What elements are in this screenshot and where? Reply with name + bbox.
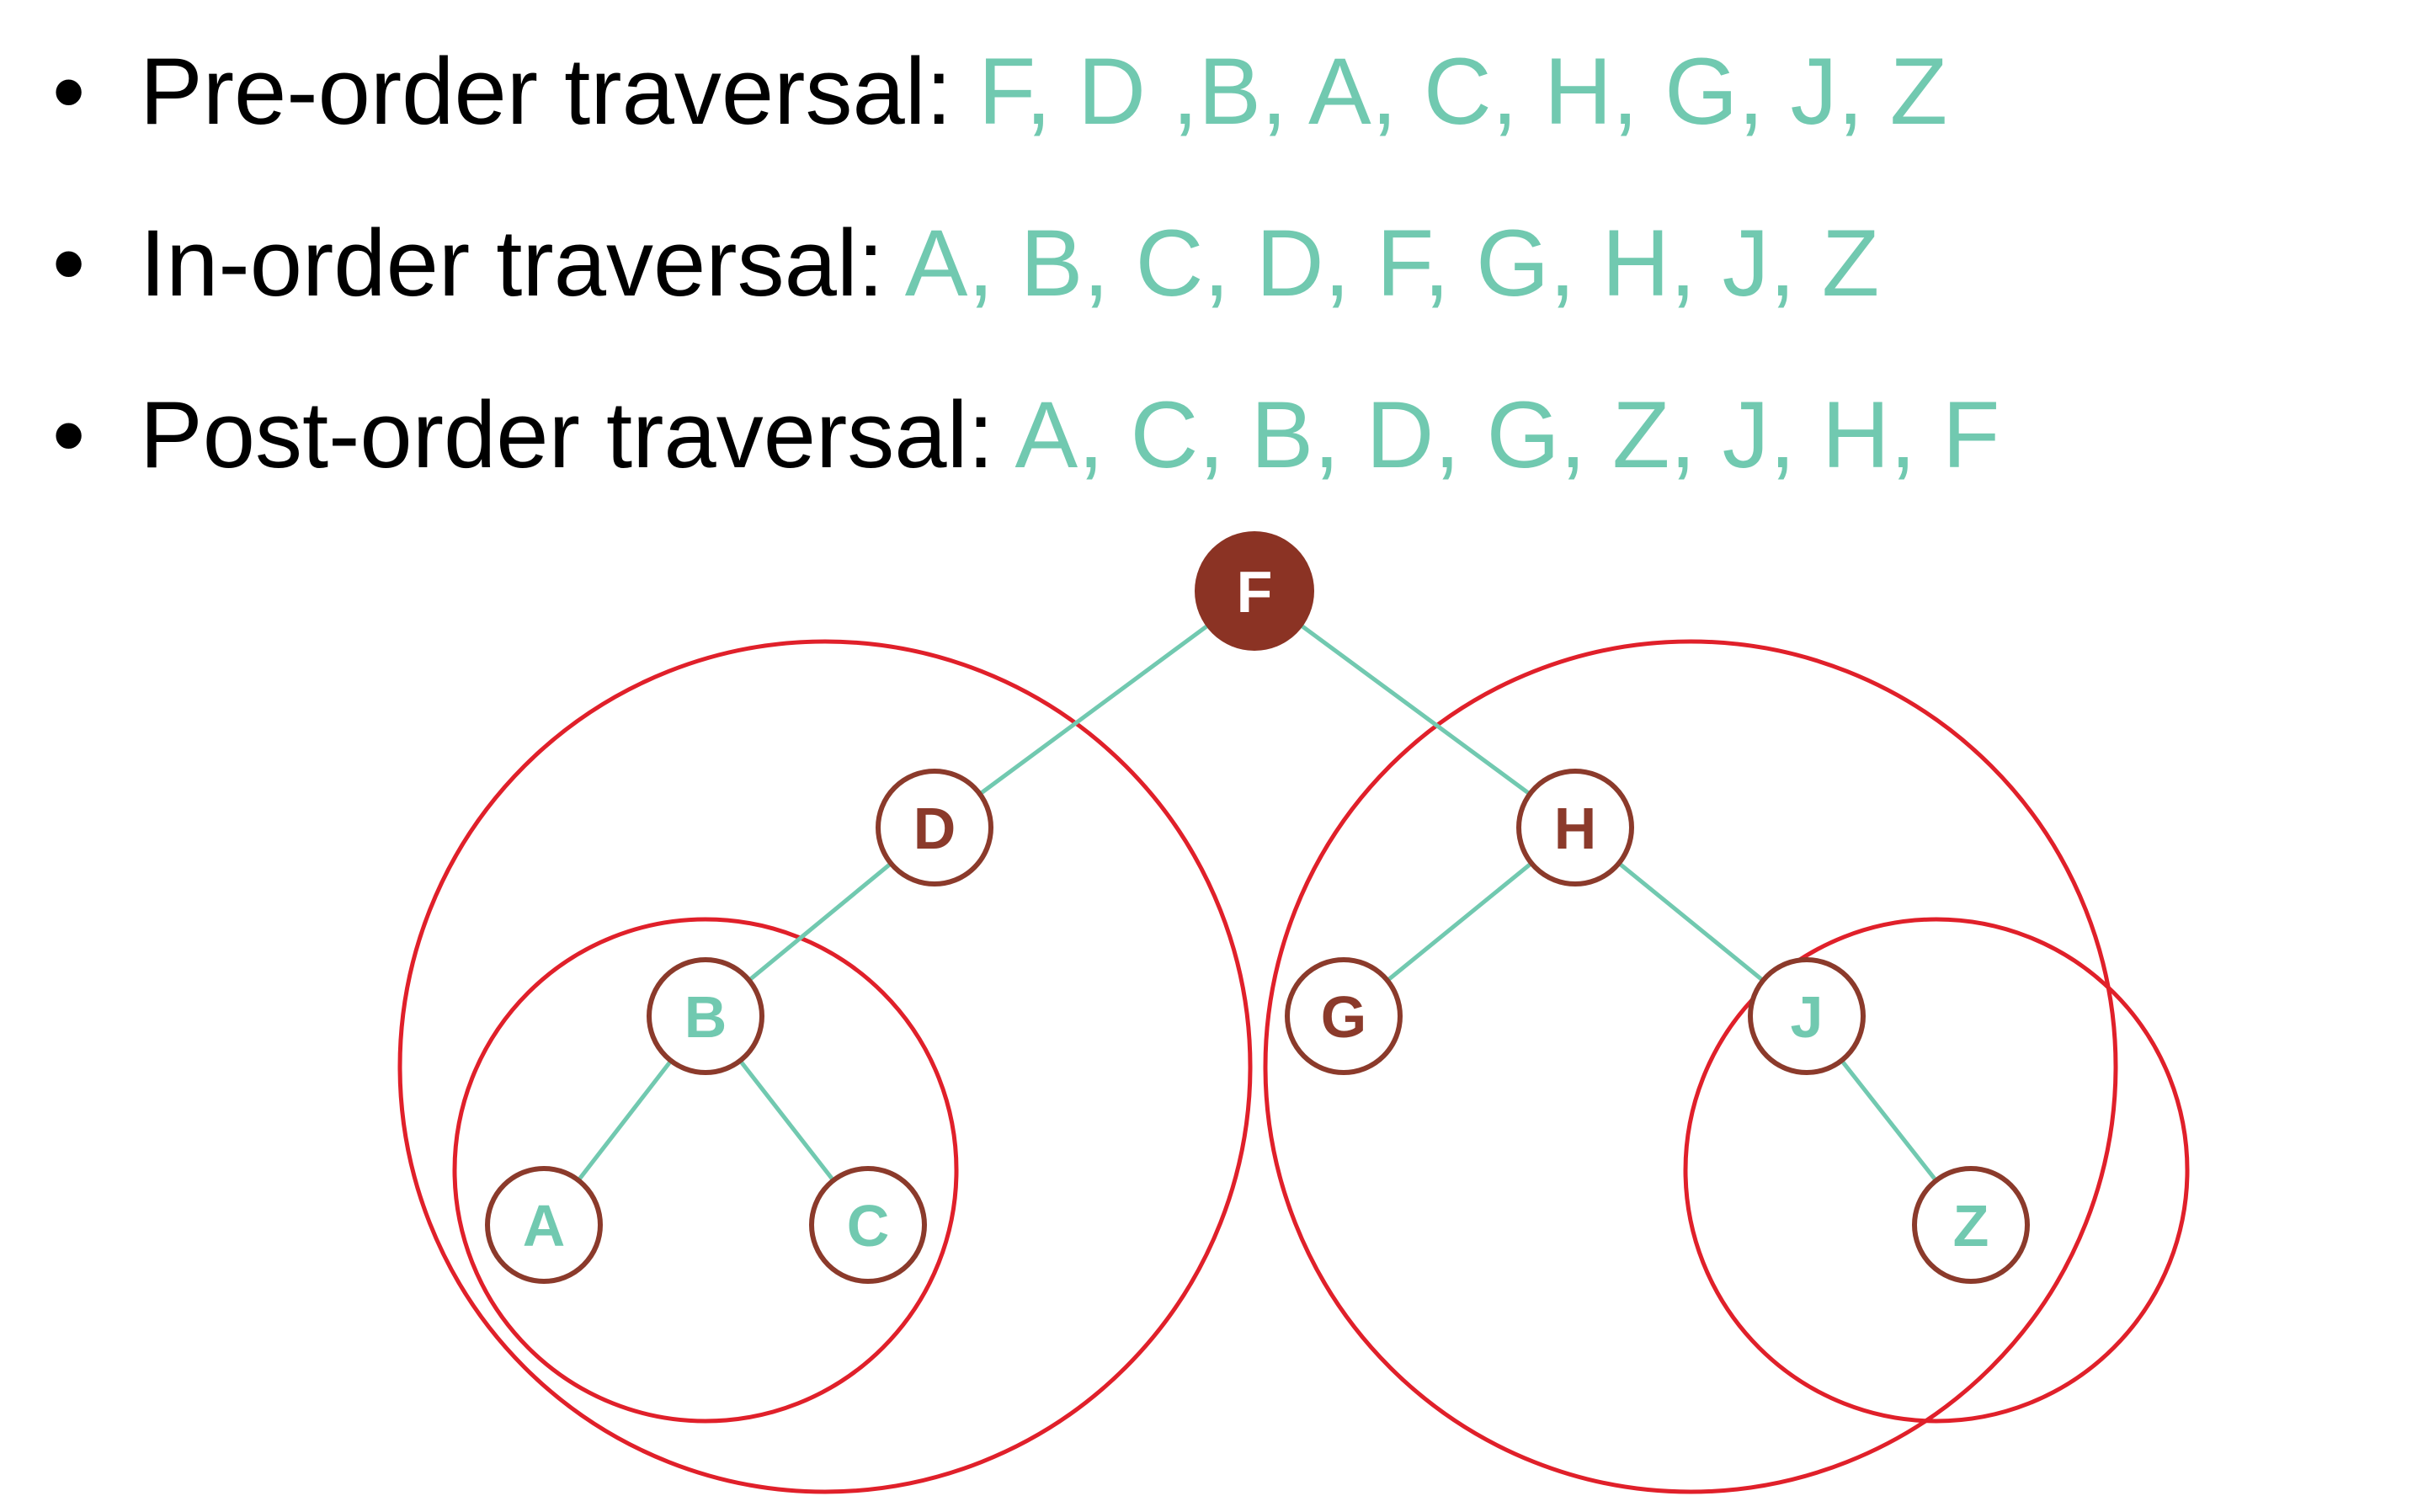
node-label: G [1321,984,1366,1050]
tree-edges [542,588,1973,1227]
node-label: B [684,984,727,1050]
inorder-bullet: • In-order traversal: A, B, C, D, F, G, H… [52,209,1879,318]
node-circle [1516,769,1634,886]
preorder-bullet: • Pre-order traversal: F, D ,B, A, C, H, … [52,37,1947,146]
node-label: A [523,1193,566,1259]
bullet-dot: • [52,210,86,316]
subtree-circle-d [397,639,1253,1494]
node-circle [1912,1166,2030,1284]
tree-node-g: G [1285,957,1403,1075]
postorder-sequence: A, C, B, D, G, Z, J, H, F [1014,382,2000,487]
inorder-label: In-order traversal: [140,210,905,316]
subtree-circle-h [1263,639,2118,1494]
node-label: Z [1953,1193,1989,1259]
node-circle [809,1166,927,1284]
node-circle [876,769,993,886]
tree-node-z: Z [1912,1166,2030,1284]
preorder-sequence: F, D ,B, A, C, H, G, J, Z [977,39,1948,144]
node-circle [485,1166,603,1284]
postorder-label: Post-order traversal: [140,382,1015,487]
bullet-dot: • [52,39,86,144]
tree-node-d: D [876,769,993,886]
tree-node-j: J [1748,957,1866,1075]
subtree-circles [397,639,2190,1494]
bullet-dot: • [52,382,86,487]
node-label: C [847,1193,890,1259]
node-circle [1195,531,1314,651]
edge-f-h [1253,588,1577,830]
tree-node-b: B [647,957,764,1075]
tree-node-c: C [809,1166,927,1284]
inorder-sequence: A, B, C, D, F, G, H, J, Z [904,210,1880,316]
tree-node-f: F [1195,531,1314,651]
node-label: D [913,796,956,861]
node-circle [1748,957,1866,1075]
tree-node-a: A [485,1166,603,1284]
preorder-label: Pre-order traversal: [140,39,978,144]
edge-f-d [933,588,1256,830]
node-label: H [1554,796,1597,861]
node-label: J [1791,984,1824,1050]
postorder-bullet: • Post-order traversal: A, C, B, D, G, Z,… [52,381,2000,490]
tree-nodes: F D H B G J A C Z [485,531,2030,1284]
node-circle [1285,957,1403,1075]
tree-node-h: H [1516,769,1634,886]
subtree-circle-j [1683,917,2190,1424]
node-circle [647,957,764,1075]
node-label: F [1237,559,1273,625]
subtree-circle-b [452,917,959,1424]
